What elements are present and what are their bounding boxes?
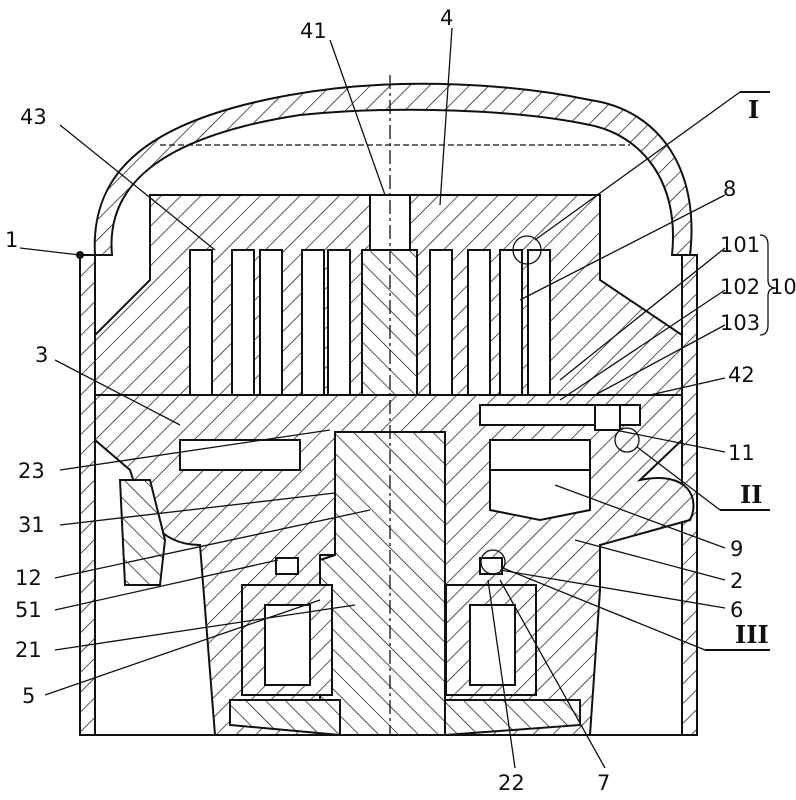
- label-102: 102: [720, 275, 760, 299]
- label-2: 2: [730, 569, 743, 593]
- label-7: 7: [597, 771, 610, 795]
- label-5: 5: [22, 684, 35, 708]
- label-23: 23: [18, 459, 45, 483]
- label-9: 9: [730, 537, 743, 561]
- label-41: 41: [300, 19, 327, 43]
- label-31: 31: [18, 513, 45, 537]
- label-103: 103: [720, 311, 760, 335]
- reference-labels: 41 4 I 43 8 1 101 102 103 10 3 42 11 23 …: [5, 6, 796, 795]
- crankshaft: [229, 431, 581, 737]
- label-11: 11: [728, 441, 755, 465]
- detail-circle-III: [480, 549, 506, 575]
- label-10: 10: [770, 275, 796, 299]
- label-21: 21: [15, 638, 42, 662]
- label-42: 42: [728, 363, 755, 387]
- label-51: 51: [15, 598, 42, 622]
- label-III: III: [735, 620, 769, 649]
- detail-circle-I: [512, 235, 542, 265]
- label-II: II: [740, 480, 762, 509]
- label-101: 101: [720, 233, 760, 257]
- label-6: 6: [730, 598, 743, 622]
- label-I: I: [748, 95, 759, 124]
- label-4: 4: [440, 6, 453, 30]
- fixed-scroll: [94, 194, 683, 396]
- label-1: 1: [5, 228, 18, 252]
- label-3: 3: [35, 343, 48, 367]
- label-43: 43: [20, 105, 47, 129]
- detail-circle-II: [614, 427, 640, 453]
- label-8: 8: [723, 177, 736, 201]
- leader-lines: [19, 27, 777, 769]
- label-12: 12: [15, 566, 42, 590]
- label-22: 22: [498, 771, 525, 795]
